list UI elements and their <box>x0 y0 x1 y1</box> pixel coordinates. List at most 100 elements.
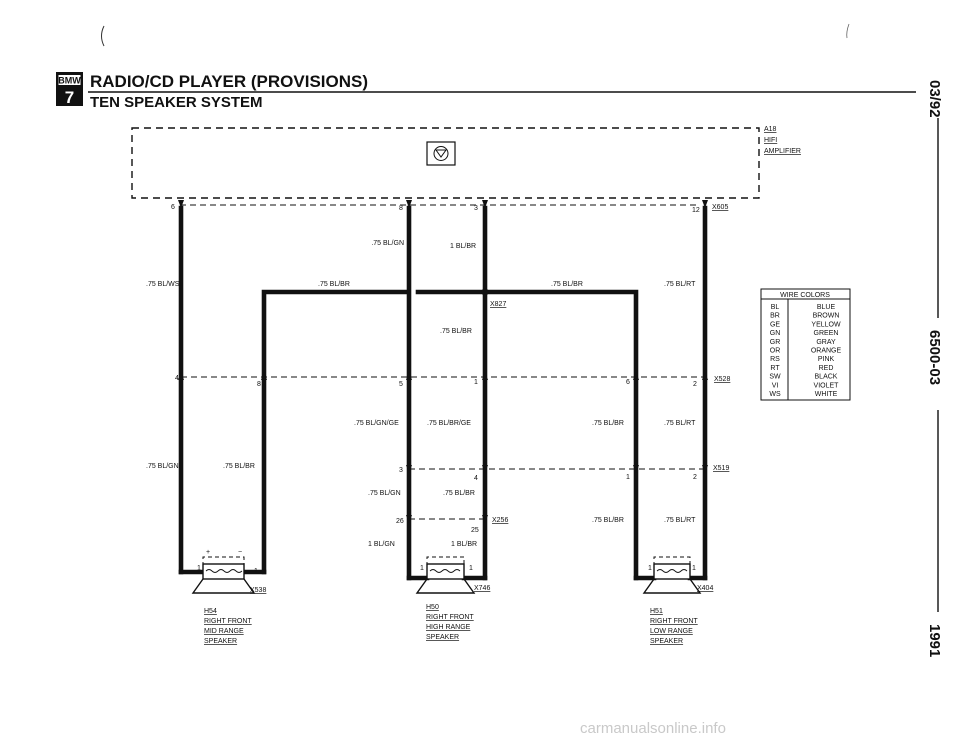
bmw-badge: BMW 7 <box>56 72 83 107</box>
wire-label: .75 BL/RT <box>664 517 696 524</box>
amplifier-line1: HIFI <box>764 137 777 144</box>
speaker-h50: 1 1 X746 H50 RIGHT FRONT HIGH RANGE SPEA… <box>415 556 490 641</box>
legend-code: OR <box>770 348 781 355</box>
connector-x605-label: X605 <box>712 204 728 211</box>
margin-year: 1991 <box>926 624 943 657</box>
wire-label: 1 BL/GN <box>368 541 395 548</box>
pin-x528-5: 5 <box>399 381 403 388</box>
legend-color-name: VIOLET <box>814 382 840 389</box>
speaker-line2: MID RANGE <box>204 628 244 635</box>
ground-symbol-icon <box>426 141 456 166</box>
speaker-id: H54 <box>204 608 217 615</box>
legend-code: SW <box>769 374 781 381</box>
pin-x528-4: 4 <box>175 375 179 382</box>
page-title: RADIO/CD PLAYER (PROVISIONS) <box>90 72 368 91</box>
speaker-icon <box>426 563 465 580</box>
speaker-id: H50 <box>426 604 439 611</box>
legend-code: RT <box>770 365 780 372</box>
speaker-cone-icon <box>191 578 256 594</box>
wire-label: .75 BL/BR <box>443 490 475 497</box>
connector-x605: 6 8 3 12 X605 <box>171 200 728 214</box>
wire-bl-br-h51 <box>415 289 639 581</box>
pin-x519-1: 1 <box>626 474 630 481</box>
legend-color-name: BLUE <box>817 304 836 311</box>
pin-x528-1: 1 <box>474 379 478 386</box>
legend-code: RS <box>770 356 780 363</box>
pin-x605-3: 3 <box>474 205 478 212</box>
legend-color-name: WHITE <box>815 391 838 398</box>
legend-box <box>760 288 851 401</box>
pin-x519-2: 2 <box>693 474 697 481</box>
wire-label: .75 BL/BR <box>318 281 350 288</box>
amplifier-line2: AMPLIFIER <box>764 148 801 155</box>
badge-number: 7 <box>65 88 74 107</box>
legend-code: VI <box>772 382 779 389</box>
margin-doc-number: 6500-03 <box>926 330 943 385</box>
pin-h50-right: 1 <box>469 565 473 572</box>
pin-x256-26: 26 <box>396 518 404 525</box>
margin-date: 03/92 <box>926 80 943 118</box>
legend-title: WIRE COLORS <box>780 292 830 299</box>
pin-h54-right: 1 <box>254 568 258 575</box>
connector-x256: 26 25 X256 <box>396 515 508 534</box>
speaker-h54: + − 1 1 X538 H54 RIGHT FRONT MID RANGE S… <box>191 549 266 645</box>
legend-color-name: GRAY <box>816 339 836 346</box>
amplifier-box: A18 HIFI AMPLIFIER <box>131 126 801 199</box>
wire-label: .75 BL/GN <box>371 240 404 247</box>
pin-x528-2: 2 <box>693 381 697 388</box>
wire-label: .75 BL/BR <box>592 517 624 524</box>
connector-x827-label: X827 <box>490 301 506 308</box>
wire-label: .75 BL/BR/GE <box>427 420 471 427</box>
ground-symbol-glyph <box>435 149 447 158</box>
connector-x519-label: X519 <box>713 465 729 472</box>
speaker-line2: LOW RANGE <box>650 628 693 635</box>
connector-x528-label: X528 <box>714 376 730 383</box>
speaker-h51: 1 1 X404 H51 RIGHT FRONT LOW RANGE SPEAK… <box>642 556 713 645</box>
connector-x528: 4 8 5 1 6 2 X528 <box>175 372 730 388</box>
pin-x605-6: 6 <box>171 204 175 211</box>
pin-x256-25: 25 <box>471 527 479 534</box>
stray-mark <box>846 23 850 39</box>
wire-label: .75 BL/RT <box>664 281 696 288</box>
pin-h50-left: 1 <box>420 565 424 572</box>
badge-top-text: BMW <box>58 76 81 86</box>
wire-harness <box>178 205 708 581</box>
legend-code: WS <box>769 391 781 398</box>
ground-symbol-circle <box>433 146 449 161</box>
connector-x519: 3 4 1 2 X519 <box>399 465 729 482</box>
speaker-id: H51 <box>650 608 663 615</box>
polarity-plus: + <box>206 549 210 556</box>
stray-mark <box>101 25 105 47</box>
wire-label: .75 BL/BR <box>592 420 624 427</box>
connector-x538-label: X538 <box>250 587 266 594</box>
legend-color-name: YELLOW <box>811 321 841 328</box>
wire-label: .75 BL/BR <box>223 463 255 470</box>
legend-code: BL <box>771 304 780 311</box>
legend-color-name: BLACK <box>815 374 838 381</box>
wire-labels: .75 BL/GN 1 BL/BR .75 BL/WS .75 BL/BR .7… <box>146 240 696 548</box>
wire-label: .75 BL/RT <box>664 420 696 427</box>
wire-label: 1 BL/BR <box>451 541 477 548</box>
polarity-minus: − <box>238 549 242 556</box>
pin-x605-8: 8 <box>399 205 403 212</box>
pin-x528-8: 8 <box>257 381 261 388</box>
pin-h54-left: 1 <box>197 565 201 572</box>
speaker-line3: SPEAKER <box>426 634 459 641</box>
legend-code: GE <box>770 321 780 328</box>
legend-color-name: ORANGE <box>811 348 842 355</box>
connector-x404-label: X404 <box>697 585 713 592</box>
pin-x519-4: 4 <box>474 475 478 482</box>
speaker-line1: RIGHT FRONT <box>650 618 698 625</box>
wire-label: 1 BL/BR <box>450 243 476 250</box>
pin-h51-right: 1 <box>692 565 696 572</box>
pin-h51-left: 1 <box>648 565 652 572</box>
speaker-cone-icon <box>415 578 476 594</box>
speaker-line1: RIGHT FRONT <box>204 618 252 625</box>
legend-code: GR <box>770 339 781 346</box>
wire-bl-br-h54 <box>261 289 411 575</box>
speaker-line3: SPEAKER <box>650 638 683 645</box>
speaker-line2: HIGH RANGE <box>426 624 471 631</box>
